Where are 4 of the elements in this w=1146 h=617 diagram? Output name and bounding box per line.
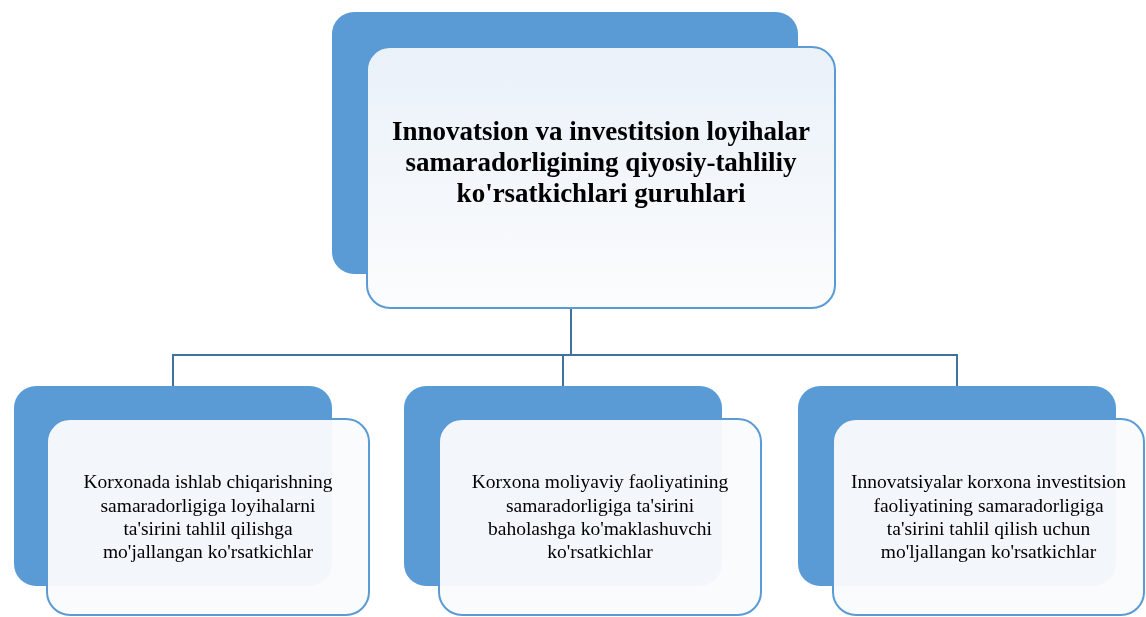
heading-text: Innovatsion va investitsion loyihalar samaradorligining qiyosiy-tahliliy ko'rsatkichlari guruhlari	[392, 115, 810, 210]
box-text: Innovatsiyalar korxona investitsion faoliyatining samaradorligiga ta'sirini tahlil qilish uchun mo'ljallangan ko'rsatkichlar	[849, 470, 1128, 564]
box-text: Korxona moliyaviy faoliyatining samaradorligiga ta'sirini baholashga ko'maklashuvchi ko'rsatkichlar	[470, 470, 730, 564]
box-text: Korxonada ishlab chiqarishning samaradorligiga loyihalarni ta'sirini tahlil qilishga mo'jallangan ko'rsatkichlar	[82, 470, 334, 564]
